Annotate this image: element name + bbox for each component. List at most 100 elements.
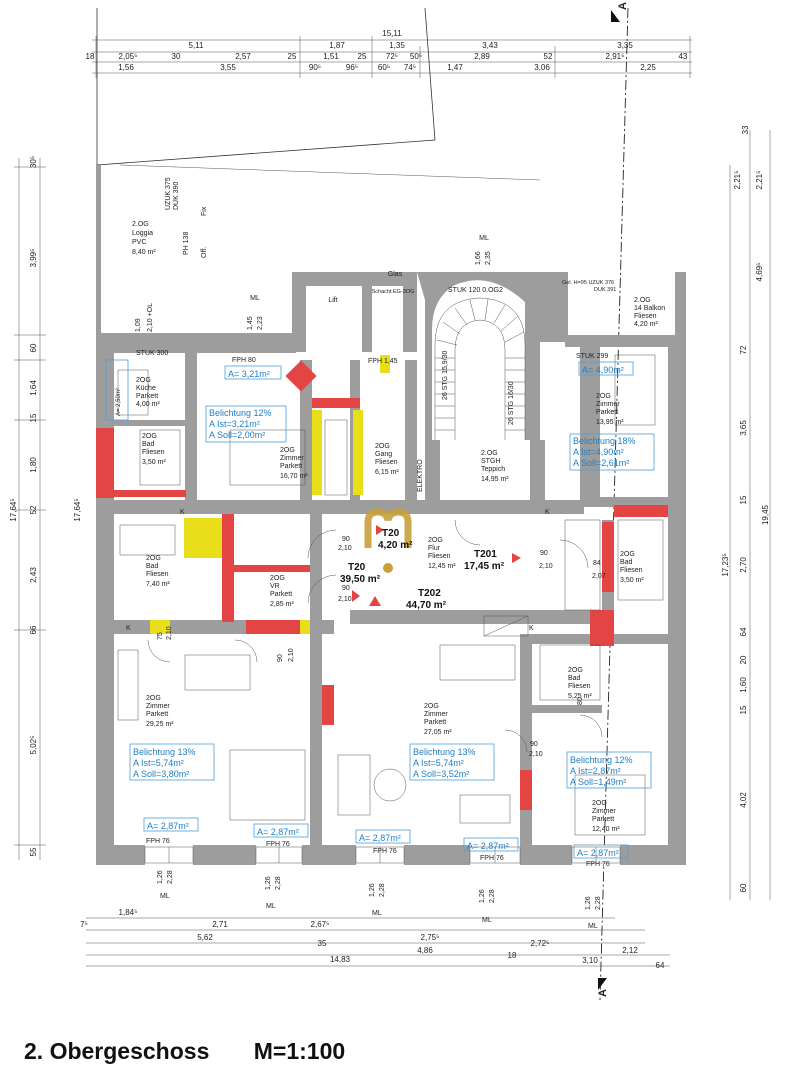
room-area: 13,95 m² <box>596 419 624 426</box>
room-name: 2.OG <box>132 221 149 228</box>
staircase <box>434 297 526 440</box>
room-type: Zimmer <box>280 455 304 462</box>
dim-label: 1,84⁵ <box>119 908 138 917</box>
plan-title: 2. Obergeschoss <box>24 1038 210 1064</box>
fph-label: FPH 76 <box>146 838 170 845</box>
dim-label: 1,35 <box>389 41 405 50</box>
unit-area: 17,45 m² <box>464 561 505 572</box>
dim-label: 5,02⁵ <box>29 736 38 755</box>
room-type: Bad <box>568 675 581 682</box>
window-area-label: A= 2,87m² <box>577 848 619 858</box>
door-width: 80 <box>577 697 584 705</box>
fph-label: FPH 76 <box>586 861 610 868</box>
door-height: 2,10 <box>338 596 352 603</box>
dim-label: 60 <box>29 343 38 352</box>
door-swings <box>147 519 603 753</box>
dim-label: 25 <box>288 52 297 61</box>
dim-label: 17,23⁵ <box>721 553 730 576</box>
ml-height: 1,66 <box>475 251 482 265</box>
room-area: 27,05 m² <box>424 729 452 736</box>
k-label: K <box>545 509 550 516</box>
room-floor: Parkett <box>146 711 168 718</box>
dim-label: 15 <box>739 495 748 504</box>
ml-height: 2,23 <box>257 316 264 330</box>
dim-label: 2,43 <box>29 567 38 583</box>
k-label: K <box>126 625 131 632</box>
dim-total-bottom: 14,83 <box>330 955 351 964</box>
stuk-label: STUK 299 <box>576 353 608 360</box>
plan-scale: M=1:100 <box>253 1038 346 1064</box>
ml-label: ML <box>250 295 260 302</box>
dim-label: 64 <box>739 627 748 636</box>
room-name: 2OG <box>142 433 157 440</box>
dim-label: 3,65 <box>739 420 748 436</box>
glas-label: Glas <box>388 271 403 278</box>
door-width: 90 <box>530 741 538 748</box>
room-type: VR <box>270 583 280 590</box>
loggia-off-label: Off. <box>201 247 208 258</box>
window-height: 2,28 <box>275 876 282 890</box>
room-area: 2,85 m² <box>270 601 294 608</box>
dim-label: 4,69⁵ <box>755 263 764 282</box>
fph-label: FPH 76 <box>266 841 290 848</box>
dim-label: 3,55 <box>220 63 236 72</box>
dim-label: 72 <box>739 345 748 354</box>
belichtung-pct: Belichtung 12% <box>209 408 272 418</box>
dim-label: 52 <box>29 505 38 514</box>
dim-label: 72⁵ <box>386 52 398 61</box>
room-floor: Fliesen <box>375 459 398 466</box>
window-area-label: A= 2,87m² <box>257 827 299 837</box>
dim-label: 3,35 <box>617 41 633 50</box>
room-area: 12,40 m² <box>592 826 620 833</box>
dimension-lines-bottom: 1,84⁵ 2,71 2,67⁵ 2,75⁵ 2,72⁵ 7⁵ 5,62 35 … <box>80 908 670 970</box>
dim-label: 1,80 <box>29 457 38 473</box>
dim-label: 64 <box>656 961 665 970</box>
room-floor: Teppich <box>481 466 505 473</box>
dim-label: 4,86 <box>417 946 433 955</box>
unit-area: 4,20 m² <box>378 540 413 551</box>
section-marker-bottom: A <box>597 989 609 997</box>
room-name: 2OG <box>424 703 439 710</box>
dim-label: 1,47 <box>447 63 463 72</box>
door-width: 84 <box>593 560 601 567</box>
stair-stuk-label: STUK 120 0.OG2 <box>448 287 503 294</box>
belichtung-pct: Belichtung 18% <box>573 436 636 446</box>
k-label: K <box>529 625 534 632</box>
loggia-uk-label: UZUK 375 <box>165 177 172 210</box>
door-height: 2,10 <box>166 626 173 640</box>
window-height: 2,28 <box>167 870 174 884</box>
dim-label: 66 <box>29 625 38 634</box>
belichtung-pct: Belichtung 13% <box>133 747 196 757</box>
dim-label: 52 <box>544 52 553 61</box>
room-area: 14,95 m² <box>481 476 509 483</box>
window-height: 1,26 <box>369 883 376 897</box>
dim-label: 1,60 <box>739 677 748 693</box>
ml-label: ML <box>479 235 489 242</box>
dim-label: 74⁵ <box>404 63 416 72</box>
room-name: 2OG <box>146 695 161 702</box>
lighting-annotations: A= 3,21m² A= 4,90m² A= 2,50m² Belichtung… <box>105 359 655 859</box>
unit-area: 39,50 m² <box>340 574 381 585</box>
room-type: Bad <box>146 563 159 570</box>
window-height: 1,26 <box>479 889 486 903</box>
room-name: 2OG <box>280 447 295 454</box>
dim-label: 2,72⁵ <box>531 939 550 948</box>
demolition-walls <box>150 355 390 634</box>
shaft-label: Schacht EG-3OG <box>372 289 415 295</box>
lift-label: Lift <box>328 297 337 304</box>
window-height: 2,28 <box>379 883 386 897</box>
room-area: 16,70 m² <box>280 473 308 480</box>
dim-label: 2,67⁵ <box>311 920 330 929</box>
dim-label: 90⁵ <box>309 63 321 72</box>
window-area-label: A= 2,87m² <box>467 841 509 851</box>
ml-height: 2,35 <box>485 251 492 265</box>
dim-label: 43 <box>679 52 688 61</box>
dim-label: 2,21⁵ <box>755 171 764 190</box>
room-area: 29,25 m² <box>146 721 174 728</box>
room-name: 2OG <box>592 800 607 807</box>
elektro-label: ELEKTRO <box>417 459 424 492</box>
dim-label: 3,99⁵ <box>29 249 38 268</box>
furniture <box>117 354 664 836</box>
section-marker-top: A <box>617 2 629 10</box>
unit-code: T201 <box>474 549 497 560</box>
